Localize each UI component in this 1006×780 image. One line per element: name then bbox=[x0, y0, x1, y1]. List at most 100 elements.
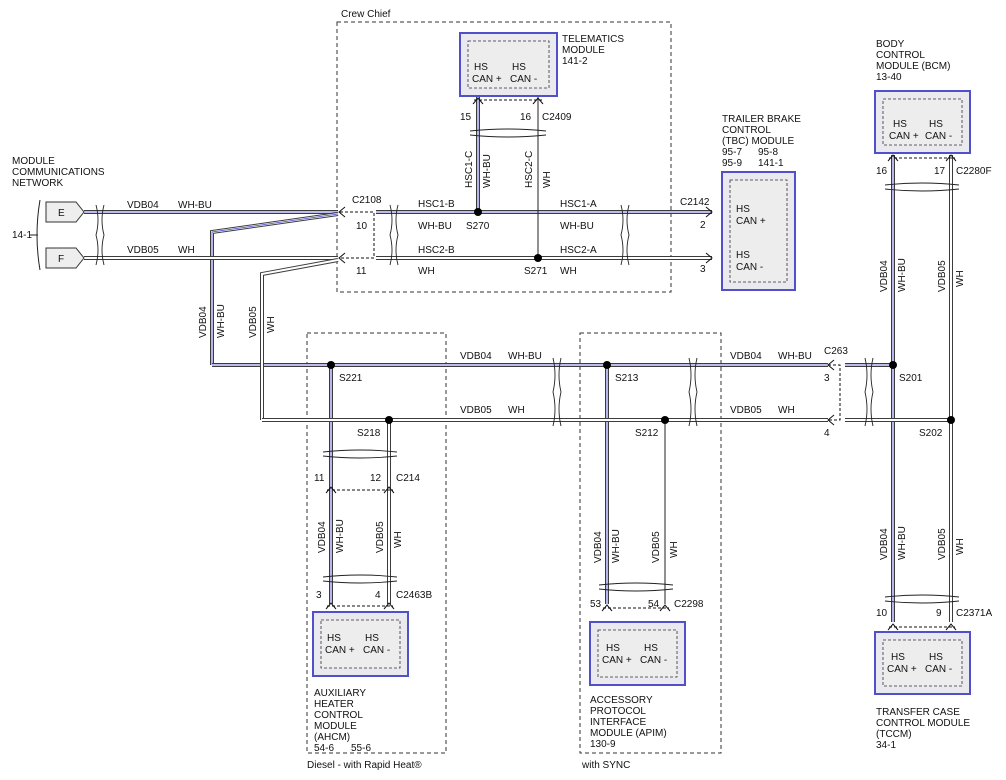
splice-s271 bbox=[534, 254, 542, 262]
connector-c2108: C2108 bbox=[352, 195, 382, 206]
wire-label-vdb05: VDB05 bbox=[375, 521, 386, 553]
pin-arrow bbox=[827, 359, 835, 371]
crew-chief-label: Crew Chief bbox=[341, 9, 391, 20]
pin-arrow bbox=[532, 97, 544, 105]
connector-c2280f: C2280F bbox=[956, 166, 992, 177]
telematics-title-1: TELEMATICS bbox=[562, 34, 624, 45]
splice-s221 bbox=[327, 361, 335, 369]
pin-11: 11 bbox=[314, 473, 325, 484]
wire-label-vdb04: VDB04 bbox=[460, 351, 492, 362]
pin-10: 10 bbox=[876, 608, 888, 619]
hs-label: HS bbox=[736, 250, 750, 261]
apim-title-3: INTERFACE bbox=[590, 717, 646, 728]
twist-marker bbox=[598, 582, 674, 586]
pin-9: 9 bbox=[936, 608, 942, 619]
hs-label: HS bbox=[512, 62, 526, 73]
pin-arrow bbox=[325, 602, 337, 610]
wire-label-vdb05: VDB05 bbox=[248, 306, 259, 338]
splice-s213 bbox=[603, 361, 611, 369]
telematics-title-2: MODULE bbox=[562, 45, 605, 56]
pin-54: 54 bbox=[648, 599, 660, 610]
splice-s201 bbox=[889, 361, 897, 369]
pin-arrow bbox=[383, 602, 395, 610]
apim-module: HS CAN + HS CAN - bbox=[589, 621, 686, 686]
wire-label-wh: WH bbox=[778, 405, 795, 416]
network-title-2: COMMUNICATIONS bbox=[12, 167, 105, 178]
twist-marker bbox=[598, 588, 674, 592]
bcm-title-4: 13-40 bbox=[876, 72, 902, 83]
hs-label: HS bbox=[474, 62, 488, 73]
sync-label: with SYNC bbox=[581, 760, 630, 771]
hs-label: HS bbox=[606, 643, 620, 654]
pin-arrow bbox=[945, 154, 957, 162]
wire-label-wh: WH bbox=[669, 541, 680, 558]
splice-s271-label: S271 bbox=[524, 266, 548, 277]
tbc-module: HS CAN + HS CAN - bbox=[721, 171, 796, 291]
wire-label-wh-bu: WH-BU bbox=[778, 351, 812, 362]
wire-label-vdb04: VDB04 bbox=[198, 306, 209, 338]
hs-label: HS bbox=[736, 204, 750, 215]
can-plus-label: CAN + bbox=[472, 74, 502, 85]
tccm-title-4: 34-1 bbox=[876, 740, 896, 751]
can-plus-label: CAN + bbox=[325, 645, 355, 656]
tccm-title-3: (TCCM) bbox=[876, 729, 912, 740]
ahcm-title-3: CONTROL bbox=[314, 710, 363, 721]
pin-2: 2 bbox=[700, 220, 706, 231]
ahcm-title-2: HEATER bbox=[314, 699, 354, 710]
wire-label-wh-bu: WH-BU bbox=[897, 258, 908, 292]
twist-marker bbox=[469, 128, 547, 132]
pin-4: 4 bbox=[824, 428, 830, 439]
bcm-title-2: CONTROL bbox=[876, 50, 925, 61]
twist-marker bbox=[395, 204, 399, 266]
twist-marker bbox=[870, 357, 874, 427]
wire-label-wh-bu: WH-BU bbox=[611, 529, 622, 563]
sync-box bbox=[579, 332, 722, 754]
wire-label-vdb05: VDB05 bbox=[937, 528, 948, 560]
twist-marker bbox=[95, 204, 99, 266]
can-minus-label: CAN - bbox=[363, 645, 390, 656]
twist-marker bbox=[884, 600, 960, 604]
hs-label: HS bbox=[891, 652, 905, 663]
splice-s270 bbox=[474, 208, 482, 216]
wire-label-hsc1-b: HSC1-B bbox=[418, 199, 455, 210]
pin-16: 16 bbox=[876, 166, 888, 177]
can-minus-label: CAN - bbox=[925, 131, 952, 142]
wire-label-wh: WH bbox=[393, 531, 404, 548]
pin-3: 3 bbox=[700, 264, 706, 275]
tbc-title-3: (TBC) MODULE bbox=[722, 136, 795, 147]
splice-s202 bbox=[947, 416, 955, 424]
apim-title-4: MODULE (APIM) bbox=[590, 728, 667, 739]
splice-s218 bbox=[385, 416, 393, 424]
pin-arrow bbox=[705, 206, 713, 218]
hs-label: HS bbox=[929, 652, 943, 663]
connector-c263: C263 bbox=[824, 346, 848, 357]
connector-c2371a: C2371A bbox=[956, 608, 992, 619]
wire-label-vdb05: VDB05 bbox=[127, 245, 159, 256]
pin-arrow bbox=[887, 154, 899, 162]
wire-label-vdb04: VDB04 bbox=[730, 351, 762, 362]
apim-title-1: ACCESSORY bbox=[590, 695, 653, 706]
vdb04-network bbox=[84, 96, 895, 622]
wire-label-wh: WH bbox=[955, 538, 966, 555]
pin-arrow bbox=[338, 252, 346, 264]
pin-arrow bbox=[383, 486, 395, 494]
pin-12: 12 bbox=[370, 473, 382, 484]
wire-label-wh: WH bbox=[955, 270, 966, 287]
twist-marker bbox=[884, 594, 960, 598]
diesel-label: Diesel - with Rapid Heat® bbox=[307, 760, 422, 771]
network-ref: 14-1 bbox=[12, 230, 32, 241]
can-minus-label: CAN - bbox=[640, 655, 667, 666]
twist-marker bbox=[322, 574, 398, 578]
wire-label-vdb05: VDB05 bbox=[460, 405, 492, 416]
network-title-1: MODULE bbox=[12, 156, 55, 167]
splice-s201-label: S201 bbox=[899, 373, 923, 384]
pin-3: 3 bbox=[316, 590, 322, 601]
wire-label-vdb04: VDB04 bbox=[127, 200, 159, 211]
twist-marker bbox=[626, 204, 630, 266]
twist-marker bbox=[694, 357, 698, 427]
pin-arrow bbox=[338, 206, 346, 218]
pin-15: 15 bbox=[460, 112, 472, 123]
network-pin-f bbox=[45, 247, 85, 269]
network-pin-e-label: E bbox=[58, 208, 65, 219]
